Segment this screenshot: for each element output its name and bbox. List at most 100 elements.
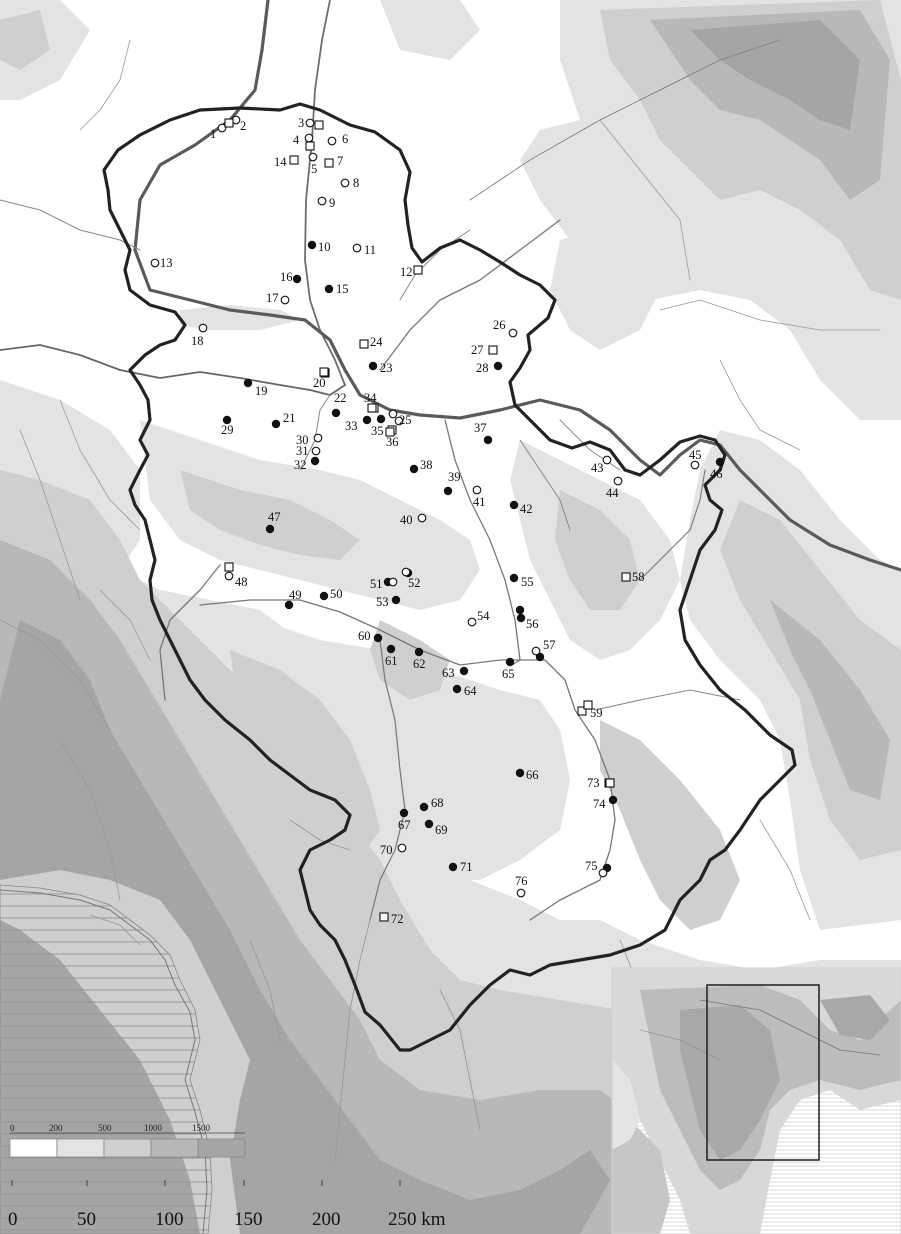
site-label: 17 xyxy=(266,291,279,305)
site-marker xyxy=(417,513,427,523)
site-marker xyxy=(222,415,232,425)
site-marker xyxy=(613,476,623,486)
site-marker xyxy=(373,633,383,643)
site-marker xyxy=(305,118,315,128)
site-label: 34 xyxy=(364,391,377,405)
site-marker xyxy=(327,136,337,146)
site-label: 7 xyxy=(337,154,343,168)
scale-label: 100 xyxy=(155,1209,184,1230)
site-marker xyxy=(399,808,409,818)
site-marker xyxy=(265,524,275,534)
site-marker xyxy=(340,178,350,188)
site-label: 67 xyxy=(398,818,411,832)
site-marker xyxy=(150,258,160,268)
site-label: 3 xyxy=(298,116,304,130)
site-marker xyxy=(608,795,618,805)
site-marker xyxy=(352,243,362,253)
site-marker xyxy=(284,600,294,610)
site-marker xyxy=(307,240,317,250)
site-label: 56 xyxy=(526,617,539,631)
site-marker xyxy=(317,196,327,206)
site-marker xyxy=(314,120,324,130)
site-marker xyxy=(509,573,519,583)
site-label: 72 xyxy=(391,912,404,926)
site-marker xyxy=(304,133,314,143)
site-marker xyxy=(448,862,458,872)
site-marker xyxy=(313,433,323,443)
site-marker xyxy=(368,361,378,371)
site-label: 9 xyxy=(329,196,335,210)
site-marker xyxy=(319,367,329,377)
site-marker xyxy=(311,446,321,456)
site-label: 60 xyxy=(358,629,371,643)
site-label: 70 xyxy=(380,843,393,857)
site-label: 42 xyxy=(520,502,533,516)
site-label: 74 xyxy=(593,797,606,811)
site-marker xyxy=(310,456,320,466)
site-marker xyxy=(515,768,525,778)
site-label: 64 xyxy=(464,684,477,698)
legend-label: 500 xyxy=(98,1123,112,1133)
site-marker xyxy=(515,605,525,615)
site-label: 38 xyxy=(420,458,433,472)
site-marker xyxy=(379,912,389,922)
site-label: 35 xyxy=(371,424,384,438)
site-label: 37 xyxy=(474,421,487,435)
site-label: 63 xyxy=(442,666,455,680)
site-marker xyxy=(605,778,615,788)
site-marker xyxy=(598,868,608,878)
site-label: 20 xyxy=(313,376,326,390)
site-marker xyxy=(243,378,253,388)
site-marker xyxy=(324,284,334,294)
site-label: 21 xyxy=(283,411,296,425)
site-marker xyxy=(715,457,725,467)
site-label: 28 xyxy=(476,361,489,375)
site-label: 14 xyxy=(274,155,287,169)
site-label: 18 xyxy=(191,334,204,348)
site-marker xyxy=(516,613,526,623)
legend-label: 1500 xyxy=(192,1123,211,1133)
site-label: 15 xyxy=(336,282,349,296)
site-marker xyxy=(577,706,587,716)
legend-label: 1000 xyxy=(144,1123,163,1133)
site-marker xyxy=(367,403,377,413)
site-label: 29 xyxy=(221,423,234,437)
site-label: 44 xyxy=(606,486,619,500)
legend-swatch xyxy=(197,1138,246,1158)
site-marker xyxy=(217,123,227,133)
site-label: 48 xyxy=(235,575,248,589)
site-label: 22 xyxy=(334,391,347,405)
site-marker xyxy=(531,646,541,656)
site-marker xyxy=(224,562,234,572)
legend-swatch xyxy=(150,1138,199,1158)
site-marker xyxy=(397,843,407,853)
site-label: 46 xyxy=(710,467,723,481)
site-marker xyxy=(386,644,396,654)
site-marker xyxy=(280,295,290,305)
site-label: 52 xyxy=(408,576,421,590)
site-label: 13 xyxy=(160,256,173,270)
legend-swatch xyxy=(103,1138,152,1158)
site-label: 1 xyxy=(210,127,216,141)
site-marker xyxy=(385,427,395,437)
site-marker xyxy=(305,141,315,151)
site-label: 31 xyxy=(296,444,309,458)
site-label: 11 xyxy=(364,243,376,257)
site-label: 65 xyxy=(502,667,515,681)
scale-label: 250 km xyxy=(388,1209,446,1230)
site-label: 26 xyxy=(493,318,506,332)
site-label: 55 xyxy=(521,575,534,589)
site-label: 58 xyxy=(632,570,645,584)
site-marker xyxy=(308,152,318,162)
scale-label: 150 xyxy=(234,1209,263,1230)
site-marker xyxy=(198,323,208,333)
site-label: 41 xyxy=(473,495,486,509)
site-marker xyxy=(488,345,498,355)
site-label: 43 xyxy=(591,461,604,475)
site-label: 33 xyxy=(345,419,358,433)
site-marker xyxy=(271,419,281,429)
site-label: 73 xyxy=(587,776,600,790)
site-label: 23 xyxy=(380,361,393,375)
